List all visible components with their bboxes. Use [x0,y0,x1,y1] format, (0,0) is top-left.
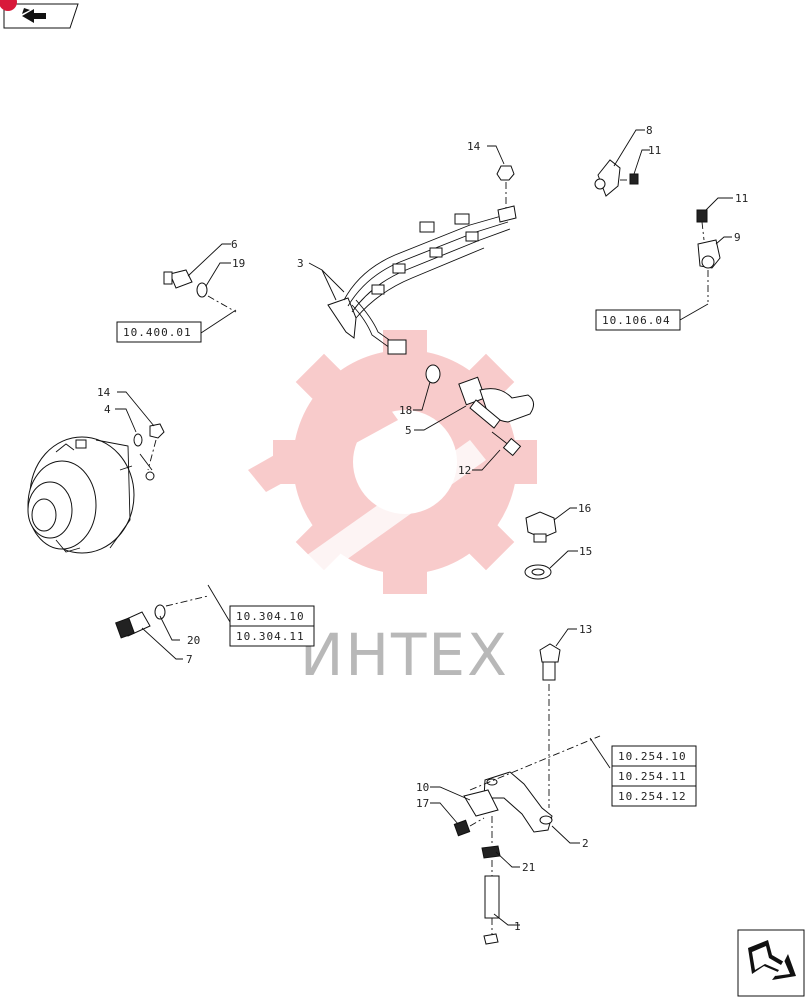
next-page-icon[interactable] [737,929,805,997]
callout-19: 19 [232,257,245,270]
callout-14b: 14 [97,386,111,399]
reference-box-10-254-12[interactable]: 10.254.12 [611,785,697,807]
sensor-bracket [594,159,639,197]
callout-11b: 11 [735,192,748,205]
callout-numbers: 1 2 3 4 5 6 7 8 9 10 11 11 12 13 14 14 1… [97,124,748,933]
reference-box-10-304-11[interactable]: 10.304.11 [229,625,315,647]
callout-1: 1 [514,920,521,933]
reference-box-10-254-10[interactable]: 10.254.10 [611,745,697,767]
reference-box-10-400-01[interactable]: 10.400.01 [116,321,202,343]
wiring-harness [327,205,517,355]
nut [496,165,515,208]
reference-label: 10.304.10 [236,610,305,623]
callout-8: 8 [646,124,653,137]
reference-label: 10.254.11 [618,770,687,783]
callout-10: 10 [416,781,429,794]
callout-2: 2 [582,837,589,850]
elbow-connector-sensor [458,376,534,429]
terminal-assembly [133,423,165,481]
callout-15: 15 [579,545,592,558]
callout-7: 7 [186,653,193,666]
alternator [27,436,135,554]
watermark-text: ИНТЕХ [300,621,509,689]
reference-label: 10.254.10 [618,750,687,763]
pressure-sensor [115,595,209,639]
o-ring [425,364,441,384]
reference-label: 10.304.11 [236,630,305,643]
callout-12: 12 [458,464,471,477]
callout-13: 13 [579,623,592,636]
callout-6: 6 [231,238,238,251]
reference-label: 10.106.04 [602,314,671,327]
callout-9: 9 [734,231,741,244]
callout-21: 21 [522,861,535,874]
callout-3: 3 [297,257,304,270]
callout-17: 17 [416,797,429,810]
reference-box-10-304-10[interactable]: 10.304.10 [229,605,315,627]
leader-lines [115,129,733,926]
callout-20: 20 [187,634,200,647]
reference-box-10-254-11[interactable]: 10.254.11 [611,765,697,787]
reference-label: 10.400.01 [123,326,192,339]
position-sensor [696,209,721,302]
bolt [491,431,522,457]
drain-plug [524,511,557,580]
mounting-bracket [469,735,601,833]
callout-16: 16 [578,502,591,515]
callout-5: 5 [405,424,412,437]
callout-11a: 11 [648,144,661,157]
temperature-sensor [163,269,237,313]
speed-sensor-assembly [453,789,501,945]
callout-14a: 14 [467,140,481,153]
long-bolt [539,643,561,808]
callout-4: 4 [104,403,111,416]
reference-label: 10.254.12 [618,790,687,803]
previous-page-icon[interactable] [0,0,79,29]
reference-box-10-106-04[interactable]: 10.106.04 [595,309,681,331]
callout-18: 18 [399,404,412,417]
watermark-gear-icon [248,330,537,594]
